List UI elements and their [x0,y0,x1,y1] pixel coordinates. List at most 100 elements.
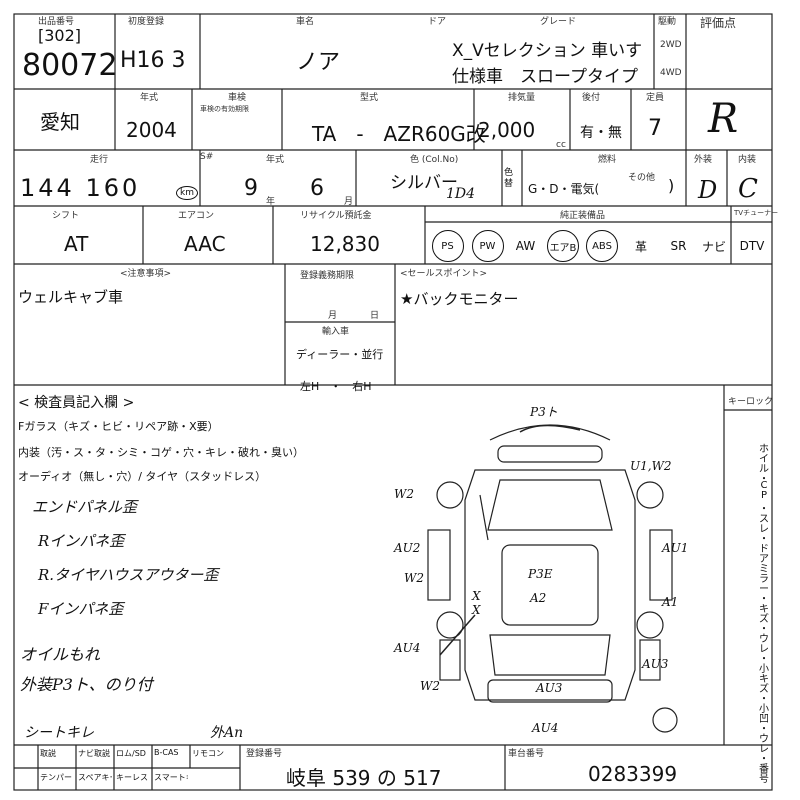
stock-code: [302] [38,26,82,45]
damage-mark: A2 [529,591,546,605]
label-year: 年式 [140,93,159,103]
label-keylock: キーロック [728,397,774,407]
label-exterior: 外装 [694,155,713,165]
inspection-interior: 内装（汚・ス・タ・シミ・コゲ・穴・キレ・破れ・臭い） [18,446,304,459]
damage-mark: W2 [394,487,414,501]
equipment-4: エアB [544,228,582,264]
option-options_row2-4: スマートキー [154,773,188,782]
displacement: 2,000 [478,118,536,142]
option-options_row1-4: B-CAS [154,748,179,757]
side-char: レ [759,524,769,535]
first-registration: H16 3 [120,48,186,73]
shift: AT [64,232,89,256]
option-options_row1-5: リモコン [192,749,224,758]
label-reg-date: 登録義務期限 [300,271,355,281]
notes: ウェルキャブ車 [18,288,124,306]
displacement-unit: cc [556,140,566,150]
option-options_row1-3: ロム/SD [116,749,146,758]
color-change: 色替 [504,168,514,189]
damage-mark: AU4 [531,721,558,735]
side-char: ー [759,584,769,595]
label-mileage-sub: S# [200,152,214,162]
import-handle: 左H ・ 右H [300,380,372,393]
label-shift: シフト [52,211,80,221]
equipment-5: ABS [582,228,622,264]
side-char: ス [759,514,769,525]
label-drive: 駆動 [658,17,677,27]
sales-points: ★バックモニター [400,290,519,308]
mileage-unit: km [176,186,198,200]
reg-month: 月 [328,311,338,321]
damage-mark: A1 [661,595,678,609]
stock-number: 80072 [22,48,118,83]
equipment-label: SR [670,239,687,253]
label-inspection-note: 車検の有効期限 [200,105,249,113]
region: 愛知 [40,110,80,134]
inspection-year-unit: 年 [266,197,276,207]
label-reg-no: 登録番号 [246,749,283,759]
side-char: 小 [759,704,769,715]
model-year: 2004 [126,118,177,142]
drive-4wd: 4WD [660,68,682,78]
color-number: 1D4 [446,186,476,202]
option-options_row2-3: キーレス [116,773,148,782]
equipment-3: AW [507,228,544,264]
note-exterior: 外An [210,725,244,741]
label-color: 色 (Col.No) [410,155,459,165]
side-char: ウ [759,634,769,645]
label-inspection-date: 年式 [266,155,285,165]
equipment-label: ナビ [701,239,726,254]
side-char: 小 [759,664,769,675]
equipment-6: 革 [622,228,660,264]
reg-day: 日 [370,311,380,321]
label-first-reg: 初度登録 [128,17,165,27]
side-char: ド [759,544,769,555]
option-options_row2-2: スペアキー [78,773,112,782]
label-capacity: 定員 [646,93,665,103]
damage-mark: U1,W2 [630,459,672,473]
side-char: ・ [759,534,769,545]
score-value: R [708,96,739,142]
front-bumper-shape [489,424,611,441]
damage-mark: P3E [527,567,553,581]
aircon: AAC [184,232,226,256]
inspection-notes: エンドパネル歪 Rインパネ歪 R.タイヤハウスアウター歪 Fインパネ歪 [32,490,218,626]
side-char: ズ [759,684,769,695]
side-char: 号 [759,774,769,785]
damage-mark: AU3 [641,657,669,671]
label-sales-points: <セールスポイント> [400,269,488,279]
registration-number: 岐阜 539 の 517 [286,766,442,790]
label-fuel: 燃料 [598,155,617,165]
label-equipment: 純正装備品 [560,211,606,221]
nego-value: 有・無 [580,125,622,141]
exterior-score: D [698,176,718,204]
inspection-notes-2: オイルもれ 外装P3ト、のり付 [20,640,153,700]
equipment-7: SR [660,228,697,264]
inspection-month: 6 [310,176,324,201]
option-options_row2-1: テンパー [40,773,72,782]
equipment-label: PS [431,230,464,262]
import-dealer: ディーラー・並行 [296,348,384,361]
note-4: Fインパネ歪 [38,600,124,618]
equipment-8: ナビ [697,228,731,264]
label-model-code: 型式 [360,93,379,103]
label-grade: グレード [540,17,577,27]
label-doors: ドア [428,17,447,27]
label-score: 評価点 [700,16,737,30]
option-options_row1-2: ナビ取説 [78,749,110,758]
equipment-2: PW [468,228,507,264]
label-fuel-other: その他 [628,173,656,183]
label-nego: 後付 [582,93,601,103]
note-2: Rインパネ歪 [38,532,125,550]
damage-mark: W2 [420,679,440,693]
inspection-glass: Fガラス（キズ・ヒビ・リペア跡・X要） [18,420,219,433]
equipment-9: DTV [733,228,771,264]
damage-mark: X [471,603,481,617]
drive-2wd: 2WD [660,40,682,50]
side-char: ズ [759,614,769,625]
equipment-label: AW [515,239,536,253]
damage-mark: X [471,589,481,603]
note-1: エンドパネル歪 [32,498,138,516]
interior-score: C [738,174,758,204]
